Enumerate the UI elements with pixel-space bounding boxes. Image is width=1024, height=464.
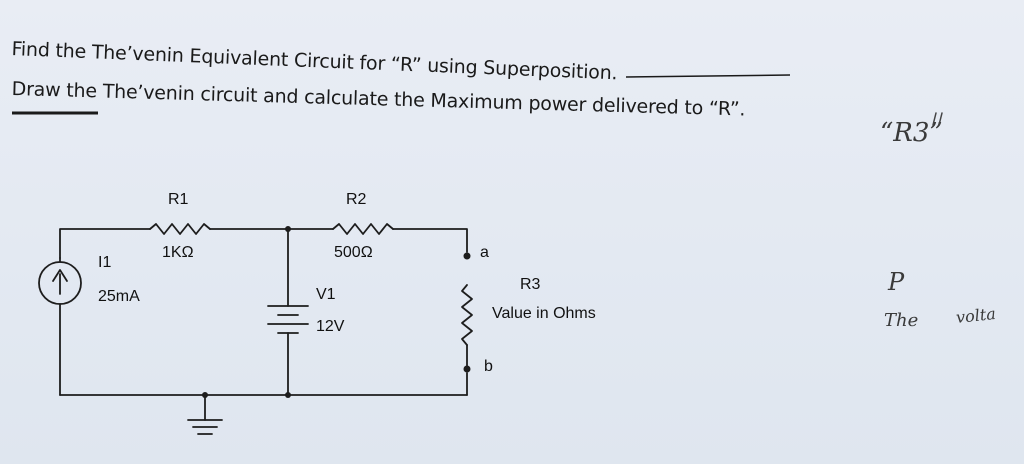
- r1-resistor: [149, 223, 211, 235]
- v1-name-label: V1: [316, 286, 336, 303]
- i1-value-label: 25mA: [98, 288, 140, 305]
- node-b-terminal: [463, 365, 471, 373]
- r1-name-label: R1: [168, 191, 189, 208]
- r2-value-label: 500Ω: [334, 244, 373, 261]
- i1-name-label: I1: [98, 254, 112, 271]
- node-a-label: a: [480, 244, 489, 261]
- node-a-terminal: [463, 252, 471, 260]
- handwritten-p-note: P: [888, 268, 905, 296]
- r3-value-label: Value in Ohms: [492, 305, 596, 322]
- wire-top-left: [59, 228, 151, 259]
- handwritten-the-note: The: [884, 310, 919, 331]
- r3-name-label: R3: [520, 276, 541, 293]
- handwritten-r3-note: “R3”: [880, 118, 943, 148]
- handwritten-tick-1: [932, 112, 937, 126]
- junction-ground: [202, 392, 208, 398]
- junction-top-middle: [285, 226, 291, 232]
- v1-value-label: 12V: [316, 318, 345, 335]
- i1-arrow-head: [52, 269, 68, 282]
- handwritten-tick-2: [938, 112, 943, 126]
- node-b-label: b: [484, 358, 493, 375]
- r3-resistor: [461, 284, 473, 346]
- superposition-underline: [625, 74, 791, 78]
- wire-r2-node-a: [392, 228, 468, 253]
- r2-name-label: R2: [346, 191, 367, 208]
- r2-resistor: [332, 223, 394, 235]
- r1-value-label: 1KΩ: [162, 244, 194, 261]
- junction-bottom-middle: [285, 392, 291, 398]
